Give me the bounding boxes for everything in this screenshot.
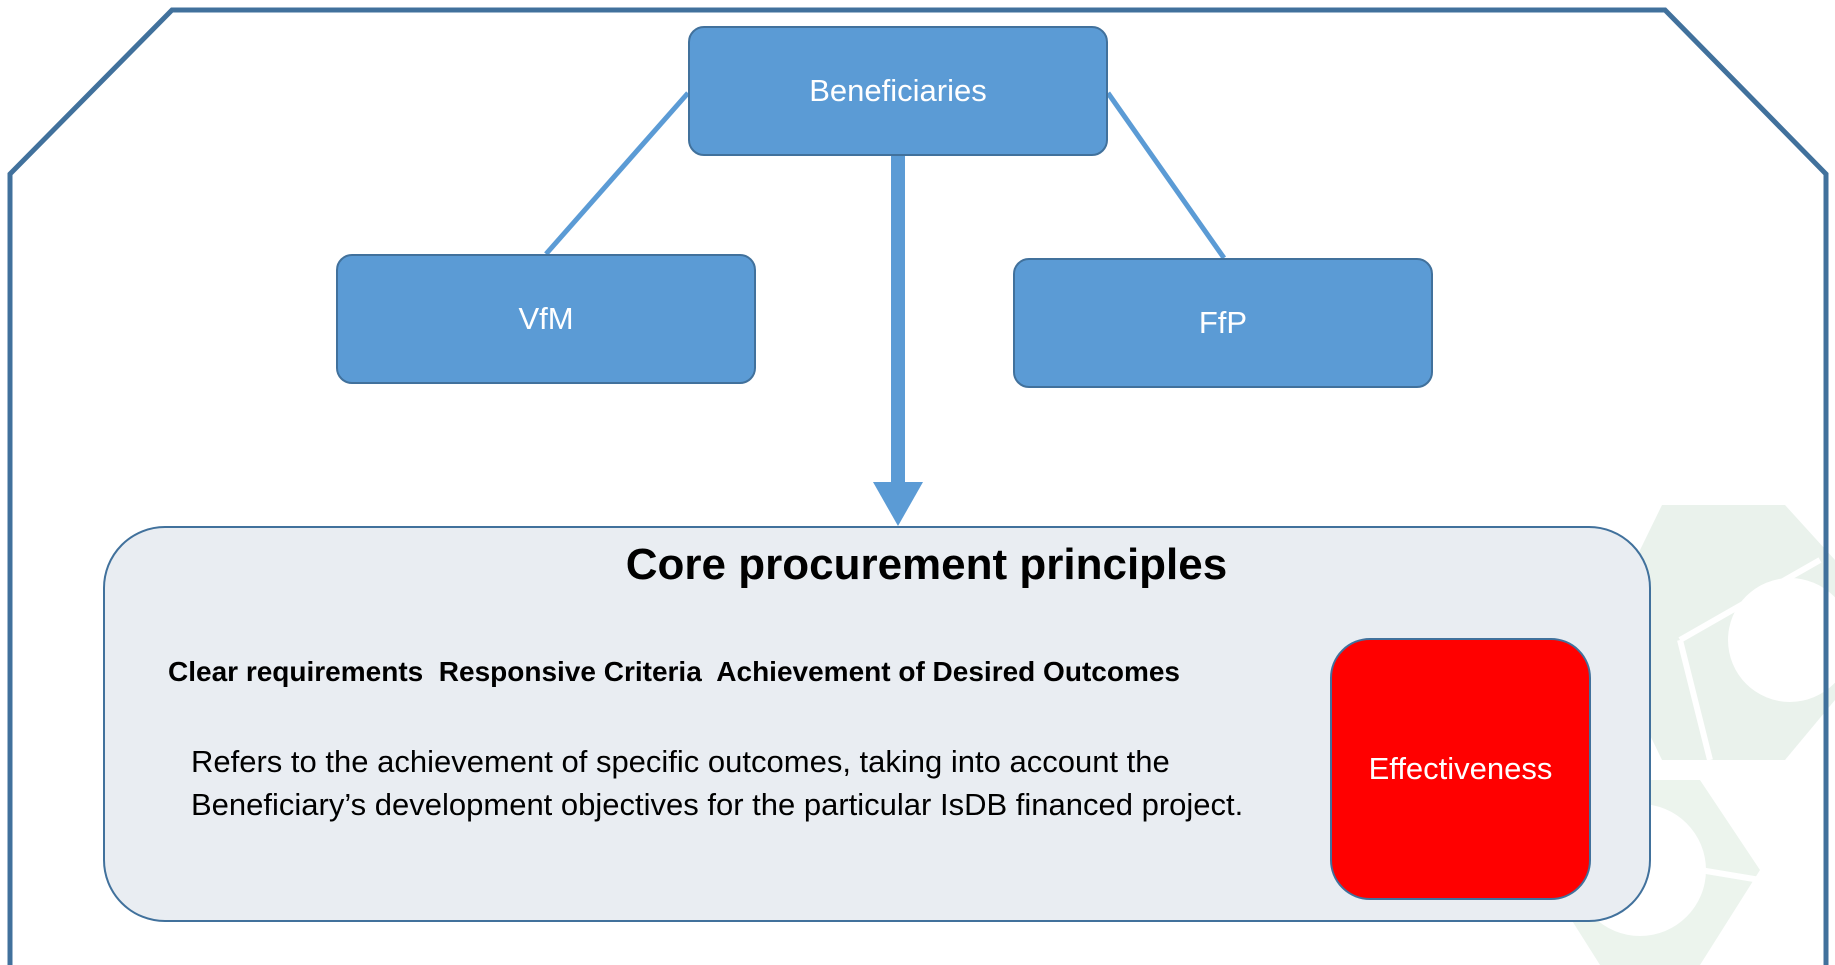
node-ffp: FfP [1013,258,1433,388]
node-beneficiaries-label: Beneficiaries [809,73,987,108]
down-arrow-icon [873,156,923,526]
connector-beneficiaries-vfm [544,91,690,256]
criteria-line: Clear requirements Responsive Criteria A… [168,656,1180,687]
effectiveness-badge: Effectiveness [1330,638,1591,900]
node-vfm: VfM [336,254,756,384]
principle-description: Refers to the achievement of specific ou… [191,744,1244,822]
connector-beneficiaries-ffp [1105,91,1227,260]
slide-frame [7,7,1829,965]
node-ffp-label: FfP [1198,305,1248,340]
node-vfm-label: VfM [518,301,574,336]
effectiveness-label: Effectiveness [1368,751,1553,786]
node-beneficiaries: Beneficiaries [688,26,1108,156]
core-principles-title: Core procurement principles [625,540,1228,589]
